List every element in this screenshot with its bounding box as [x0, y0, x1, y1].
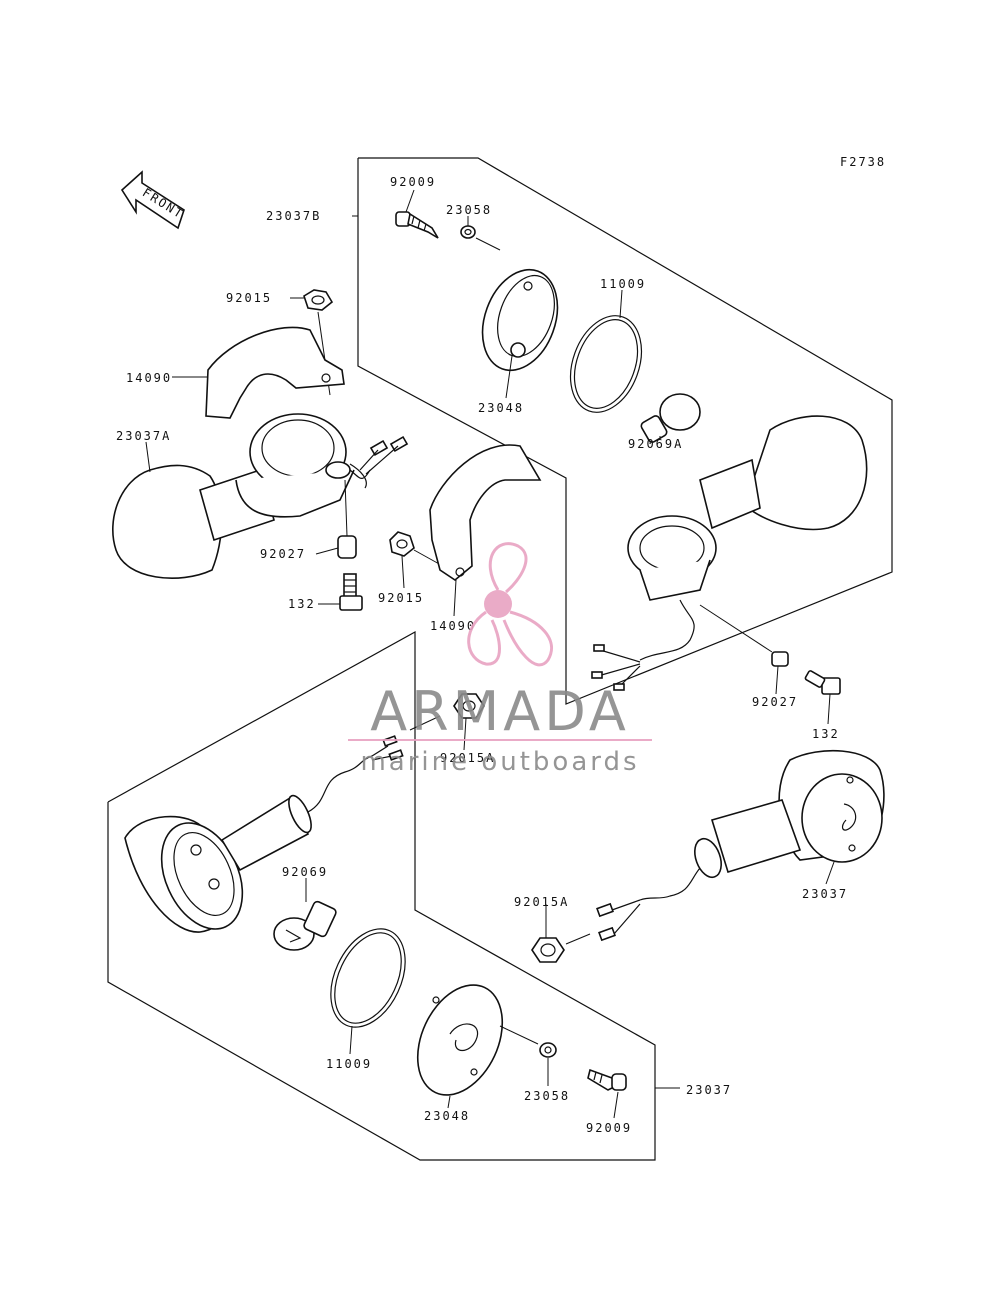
label-92009-low: 92009 — [586, 1121, 632, 1135]
lens-housing-23048-top — [481, 268, 559, 372]
label-92069A: 92069A — [628, 437, 683, 451]
group-box-23037 — [107, 630, 656, 1161]
lens-23048-low — [416, 984, 504, 1096]
label-132-left: 132 — [288, 597, 316, 611]
spacer-92027-left — [337, 479, 357, 559]
o-ring-11009-top — [569, 315, 643, 413]
bolt-132-left — [339, 573, 363, 611]
label-14090-mid: 14090 — [430, 619, 476, 633]
label-23058-low: 23058 — [524, 1089, 570, 1103]
label-92015A-mid: 92015A — [440, 751, 495, 765]
bracket-14090-mid — [429, 444, 542, 581]
washer-23058-top — [460, 225, 501, 251]
propeller-logo-icon — [467, 542, 554, 667]
turn-signal-23037A — [112, 413, 409, 579]
bolt-132-right — [804, 670, 841, 695]
label-92027-left: 92027 — [260, 547, 306, 561]
group-box-23037B — [357, 157, 893, 705]
label-92027-right: 92027 — [752, 695, 798, 709]
label-23058-top: 23058 — [446, 203, 492, 217]
bulb-92069 — [273, 900, 337, 951]
nut-92015A-low — [531, 933, 591, 963]
label-11009-low: 11009 — [326, 1057, 372, 1071]
spacer-92027-right — [699, 604, 789, 667]
label-23037-bottom: 23037 — [686, 1083, 732, 1097]
watermark-brand: ARMADA — [370, 680, 630, 743]
bracket-14090-top — [205, 326, 345, 419]
figure-code: F2738 — [840, 155, 886, 169]
label-23048-top: 23048 — [478, 401, 524, 415]
nut-92015A-mid — [409, 693, 485, 731]
watermark: ARMADA marine outboards — [348, 542, 652, 777]
turn-signal-23037-lower-left — [124, 735, 404, 933]
label-23037-right: 23037 — [802, 887, 848, 901]
bulb-92069A — [640, 393, 701, 443]
label-23048-low: 23048 — [424, 1109, 470, 1123]
label-92015-mid: 92015 — [378, 591, 424, 605]
washer-23058-low — [499, 1025, 557, 1058]
label-92069: 92069 — [282, 865, 328, 879]
watermark-tagline: marine outboards — [360, 747, 639, 777]
label-23037B: 23037B — [266, 209, 321, 223]
label-92015-top: 92015 — [226, 291, 272, 305]
screw-92009-low — [587, 1068, 627, 1091]
front-arrow-icon: FRONT — [120, 170, 186, 230]
label-92009-top: 92009 — [390, 175, 436, 189]
turn-signal-23037B — [591, 415, 868, 691]
label-14090-top: 14090 — [126, 371, 172, 385]
label-132-right: 132 — [812, 727, 840, 741]
label-11009-top: 11009 — [600, 277, 646, 291]
o-ring-11009-low — [330, 928, 406, 1028]
turn-signal-23037-lower-right — [596, 749, 885, 942]
screw-92009-top — [395, 211, 439, 239]
label-23037A: 23037A — [116, 429, 171, 443]
label-92015A-low: 92015A — [514, 895, 569, 909]
